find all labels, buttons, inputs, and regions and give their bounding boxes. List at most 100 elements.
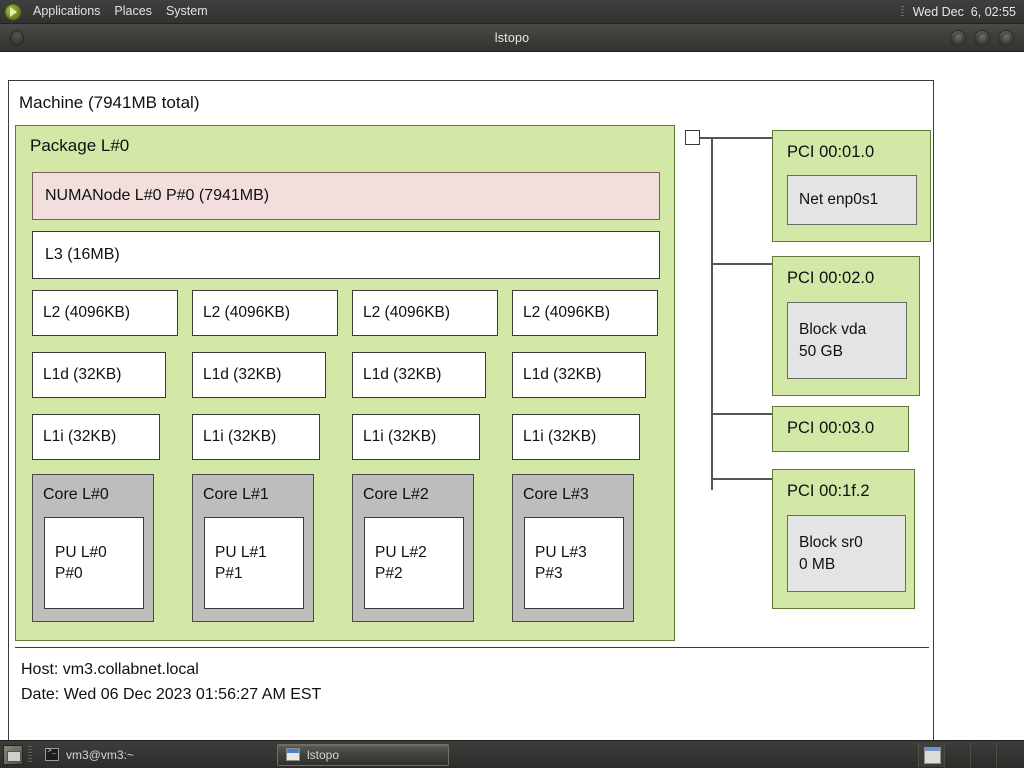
l1i-cache-row: L1i (32KB) L1i (32KB) L1i (32KB) L1i (32…	[32, 414, 672, 460]
l1d-cache-box-3[interactable]: L1d (32KB)	[512, 352, 646, 398]
l1i-cache-box-3[interactable]: L1i (32KB)	[512, 414, 640, 460]
footer-info: Host: vm3.collabnet.local Date: Wed 06 D…	[21, 661, 322, 703]
pci-child-box-1[interactable]: Block vda 50 GB	[787, 302, 907, 379]
l1d-cache-row: L1d (32KB) L1d (32KB) L1d (32KB) L1d (32…	[32, 352, 672, 398]
titlebar-left	[0, 29, 34, 46]
package-label: Package L#0	[30, 136, 130, 155]
l1d-cache-label-0: L1d (32KB)	[43, 366, 122, 383]
pci-box-2[interactable]: PCI 00:03.0	[772, 406, 909, 452]
l1d-cache-box-1[interactable]: L1d (32KB)	[192, 352, 326, 398]
l1i-cache-label-1: L1i (32KB)	[203, 428, 277, 445]
pci-label-0: PCI 00:01.0	[787, 143, 875, 161]
lstopo-window: lstopo ⎋ Machine (7941MB total) Package …	[0, 24, 1024, 756]
core-label-1: Core L#1	[203, 486, 269, 503]
l1i-cache-label-2: L1i (32KB)	[363, 428, 437, 445]
l1i-cache-label-0: L1i (32KB)	[43, 428, 117, 445]
numanode-label: NUMANode L#0 P#0 (7941MB)	[45, 187, 270, 204]
mouse-cursor: ⎋	[0, 247, 11, 262]
core-label-3: Core L#3	[523, 486, 589, 503]
show-desktop-icon[interactable]	[3, 744, 23, 765]
l3-cache-box[interactable]: L3 (16MB)	[32, 231, 660, 279]
core-box-3[interactable]: Core L#3 PU L#3 P#3	[512, 474, 634, 622]
tree-trunk-line	[711, 137, 713, 490]
core-label-0: Core L#0	[43, 486, 109, 503]
l1d-cache-label-3: L1d (32KB)	[523, 366, 602, 383]
l1d-cache-label-2: L1d (32KB)	[363, 366, 442, 383]
window-menu-icon[interactable]	[10, 29, 24, 46]
footer-divider	[15, 647, 929, 648]
l2-cache-box-3[interactable]: L2 (4096KB)	[512, 290, 658, 336]
menu-places[interactable]: Places	[114, 3, 152, 18]
pu-label-2: PU L#2 P#2	[375, 544, 427, 582]
tree-branch-0	[700, 137, 772, 139]
logo-triangle	[10, 7, 17, 17]
pci-box-0[interactable]: PCI 00:01.0 Net enp0s1	[772, 130, 931, 242]
l1d-cache-label-1: L1d (32KB)	[203, 366, 282, 383]
core-row: Core L#0 PU L#0 P#0 Core L#1 PU L#1 P#1 …	[32, 474, 672, 622]
host-bridge-icon[interactable]	[685, 130, 700, 145]
gnome-foot-icon[interactable]	[4, 3, 22, 21]
l2-cache-box-0[interactable]: L2 (4096KB)	[32, 290, 178, 336]
pci-box-3[interactable]: PCI 00:1f.2 Block sr0 0 MB	[772, 469, 915, 609]
minimize-button[interactable]	[950, 29, 966, 46]
l1i-cache-box-2[interactable]: L1i (32KB)	[352, 414, 480, 460]
top-panel: Applications Places System Wed Dec 6, 02…	[0, 0, 1024, 24]
window-title: lstopo	[494, 30, 530, 45]
pci-child-label-0: Net enp0s1	[799, 191, 879, 208]
pci-child-box-0[interactable]: Net enp0s1	[787, 175, 917, 225]
task-button-terminal[interactable]: vm3@vm3:~	[37, 744, 277, 766]
pci-label-3: PCI 00:1f.2	[787, 482, 870, 500]
l2-cache-label-3: L2 (4096KB)	[523, 304, 611, 321]
core-box-1[interactable]: Core L#1 PU L#1 P#1	[192, 474, 314, 622]
task-button-lstopo[interactable]: lstopo	[277, 743, 449, 766]
core-box-2[interactable]: Core L#2 PU L#2 P#2	[352, 474, 474, 622]
window-titlebar[interactable]: lstopo	[0, 24, 1024, 52]
pu-label-1: PU L#1 P#1	[215, 544, 267, 582]
workspace-2[interactable]	[944, 742, 970, 767]
l2-cache-row: L2 (4096KB) L2 (4096KB) L2 (4096KB) L2 (…	[32, 290, 672, 336]
machine-label: Machine (7941MB total)	[19, 93, 200, 112]
menu-applications[interactable]: Applications	[33, 3, 101, 18]
lstopo-canvas[interactable]: ⎋ Machine (7941MB total) Package L#0 NUM…	[0, 52, 1024, 756]
core-label-2: Core L#2	[363, 486, 429, 503]
l1d-cache-box-2[interactable]: L1d (32KB)	[352, 352, 486, 398]
l1i-cache-box-0[interactable]: L1i (32KB)	[32, 414, 160, 460]
pu-box-2[interactable]: PU L#2 P#2	[364, 517, 464, 609]
l1i-cache-box-1[interactable]: L1i (32KB)	[192, 414, 320, 460]
pci-tree: PCI 00:01.0 Net enp0s1 PCI 00:02.0 Block…	[681, 125, 931, 645]
pu-box-3[interactable]: PU L#3 P#3	[524, 517, 624, 609]
pci-child-label-3: Block sr0 0 MB	[799, 533, 863, 573]
l2-cache-box-1[interactable]: L2 (4096KB)	[192, 290, 338, 336]
window-controls	[950, 29, 1024, 46]
panel-grip-handle[interactable]	[900, 5, 904, 18]
pci-child-box-3[interactable]: Block sr0 0 MB	[787, 515, 906, 592]
core-box-0[interactable]: Core L#0 PU L#0 P#0	[32, 474, 154, 622]
pu-box-0[interactable]: PU L#0 P#0	[44, 517, 144, 609]
package-box[interactable]: Package L#0 NUMANode L#0 P#0 (7941MB) L3…	[15, 125, 675, 641]
l2-cache-box-2[interactable]: L2 (4096KB)	[352, 290, 498, 336]
l2-cache-label-2: L2 (4096KB)	[363, 304, 451, 321]
pci-box-1[interactable]: PCI 00:02.0 Block vda 50 GB	[772, 256, 920, 396]
workspace-4[interactable]	[996, 742, 1022, 767]
workspace-1[interactable]	[918, 742, 944, 767]
tree-branch-3	[711, 478, 772, 480]
panel-right-area: Wed Dec 6, 02:55	[900, 4, 1024, 19]
l3-cache-label: L3 (16MB)	[45, 246, 120, 263]
maximize-button[interactable]	[974, 29, 990, 46]
pu-box-1[interactable]: PU L#1 P#1	[204, 517, 304, 609]
workspace-3[interactable]	[970, 742, 996, 767]
tree-branch-2	[711, 413, 772, 415]
task-label-terminal: vm3@vm3:~	[66, 747, 134, 762]
task-label-lstopo: lstopo	[307, 747, 340, 762]
clock-label[interactable]: Wed Dec 6, 02:55	[912, 4, 1016, 19]
machine-box[interactable]: Machine (7941MB total) Package L#0 NUMAN…	[8, 80, 934, 756]
workspace-switcher[interactable]	[918, 742, 1022, 767]
menu-system[interactable]: System	[165, 3, 208, 18]
taskbar-separator[interactable]	[28, 745, 32, 764]
numanode-box[interactable]: NUMANode L#0 P#0 (7941MB)	[32, 172, 660, 220]
close-button[interactable]	[998, 29, 1014, 46]
l1d-cache-box-0[interactable]: L1d (32KB)	[32, 352, 166, 398]
tree-branch-1	[711, 263, 772, 265]
l2-cache-label-1: L2 (4096KB)	[203, 304, 291, 321]
l1i-cache-label-3: L1i (32KB)	[523, 428, 597, 445]
